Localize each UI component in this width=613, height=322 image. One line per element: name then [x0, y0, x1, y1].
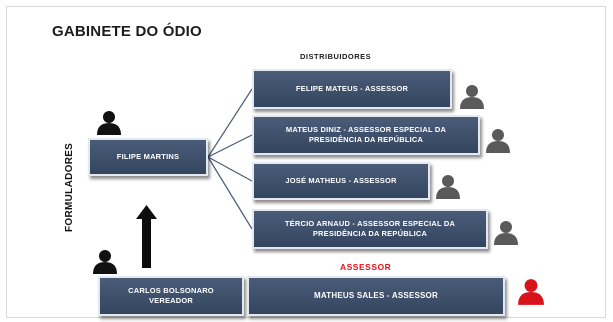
- diagram-title: GABINETE DO ÓDIO: [52, 23, 202, 40]
- node-felipe-mateus-label: FELIPE MATEUS - ASSESSOR: [295, 83, 409, 93]
- node-mateus-diniz-label: MATEUS DINIZ - ASSESSOR ESPECIAL DA PRES…: [285, 124, 447, 144]
- node-carlos-bolsonaro: CARLOS BOLSONARO VEREADOR: [98, 276, 244, 316]
- connector-mateus-diniz: [207, 134, 253, 158]
- connector-felipe-mateus: [207, 88, 253, 158]
- node-tercio-arnaud: TÉRCIO ARNAUD - ASSESSOR ESPECIAL DA PRE…: [252, 209, 488, 249]
- node-tercio-arnaud-label: TÉRCIO ARNAUD - ASSESSOR ESPECIAL DA PRE…: [284, 218, 456, 238]
- person-icon: [518, 279, 544, 305]
- assessor-label: ASSESSOR: [340, 262, 392, 272]
- arrow-up-icon: [136, 205, 157, 268]
- node-jose-matheus: JOSÉ MATHEUS - ASSESSOR: [252, 162, 430, 200]
- distributors-label: DISTRIBUIDORES: [300, 52, 372, 61]
- node-mateus-diniz: MATEUS DINIZ - ASSESSOR ESPECIAL DA PRES…: [252, 115, 480, 155]
- node-filipe-martins: FILIPE MARTINS: [88, 138, 208, 176]
- node-jose-matheus-label: JOSÉ MATHEUS - ASSESSOR: [285, 175, 397, 185]
- person-icon: [97, 111, 121, 135]
- person-icon: [460, 85, 484, 109]
- person-icon: [436, 175, 460, 199]
- person-icon: [486, 129, 510, 153]
- connector-jose-matheus: [207, 156, 253, 182]
- connector-tercio-arnaud: [207, 156, 253, 230]
- person-icon: [93, 250, 117, 274]
- node-matheus-sales: MATHEUS SALES - ASSESSOR: [247, 276, 505, 316]
- node-carlos-bolsonaro-label: CARLOS BOLSONARO VEREADOR: [128, 285, 214, 305]
- person-icon: [494, 221, 518, 245]
- node-felipe-mateus: FELIPE MATEUS - ASSESSOR: [252, 69, 452, 109]
- node-filipe-martins-label: FILIPE MARTINS: [116, 151, 180, 161]
- node-matheus-sales-label: MATHEUS SALES - ASSESSOR: [314, 290, 438, 300]
